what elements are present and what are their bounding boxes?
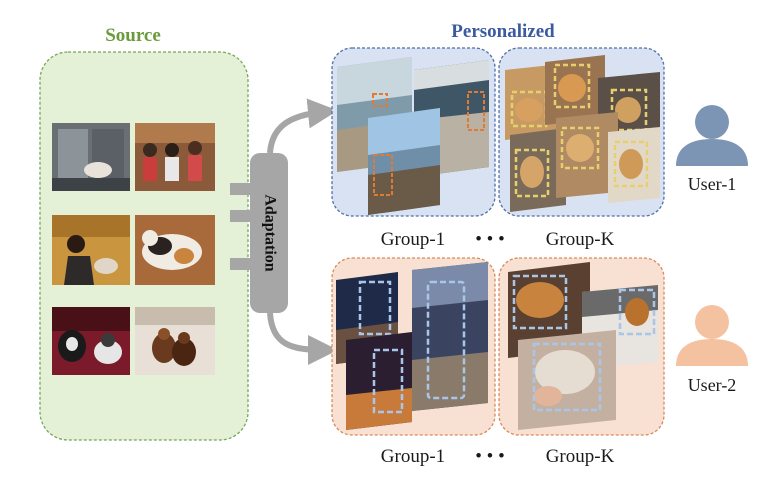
portrait-photo (412, 262, 488, 411)
dog-photo (556, 112, 618, 198)
dog-photo (608, 127, 660, 203)
adaptation-label: Adaptation (261, 194, 278, 271)
group-k-label: Group-K (546, 229, 615, 250)
user2-groupk-photos (508, 262, 658, 430)
adaptation-block: Adaptation (230, 153, 288, 313)
dog-photo (545, 55, 605, 125)
user1-groupk-photos (505, 55, 660, 212)
user2-label: User-2 (688, 375, 737, 395)
source-photo-calico-cat (135, 215, 215, 285)
group-k-label: Group-K (546, 446, 615, 467)
group-1-label: Group-1 (381, 446, 445, 467)
source-photo-cat-window (52, 123, 130, 191)
source-photo-puppies (135, 307, 215, 375)
beach-photo (368, 108, 440, 215)
cat-photo (518, 330, 616, 430)
source-photo-woman-cat (52, 215, 130, 285)
group-1-label: Group-1 (381, 229, 445, 250)
source-title: Source (105, 25, 161, 46)
curved-arrow-icon (267, 98, 338, 154)
cat-photo (508, 262, 590, 358)
source-photo-people-group (135, 123, 215, 191)
personalized-title: Personalized (451, 21, 555, 42)
user2-group1-photos (336, 262, 488, 430)
user1-label: User-1 (688, 174, 737, 194)
portrait-photo (346, 332, 412, 430)
curved-arrow-icon (267, 312, 338, 365)
user2-person-icon (676, 305, 748, 366)
source-photo-dog-cat (52, 307, 130, 375)
ellipsis-dots: • • • (475, 446, 504, 467)
user1-person-icon (676, 105, 748, 166)
dog-photo (510, 128, 566, 212)
ellipsis-dots: • • • (475, 229, 504, 250)
source-photo-grid (52, 123, 215, 375)
user1-group1-photos (337, 57, 489, 215)
